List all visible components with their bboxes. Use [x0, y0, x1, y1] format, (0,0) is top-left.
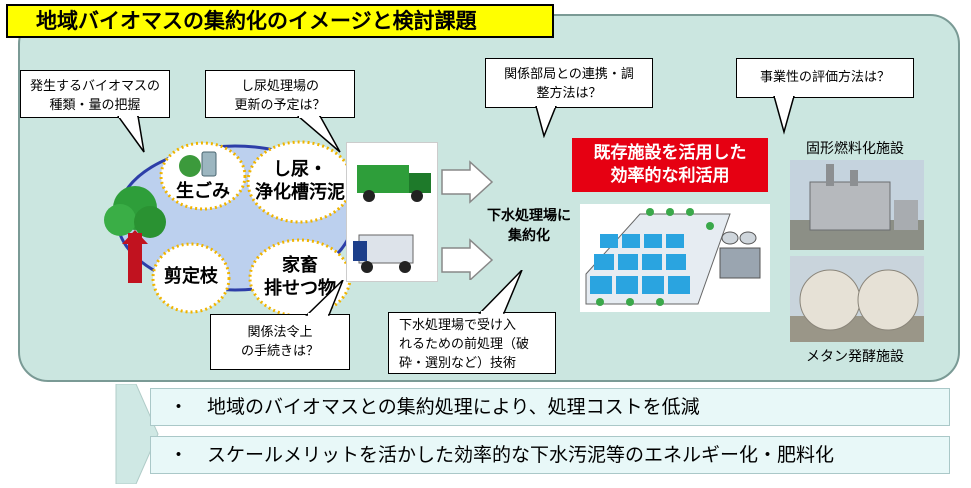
summary-point-2: ・ スケールメリットを活かした効率的な下水汚泥等のエネルギー化・肥料化	[150, 436, 950, 474]
facility-label-methane: メタン発酵施設	[806, 349, 904, 365]
truck-icon	[353, 165, 431, 273]
red-highlight-box: 既存施設を活用した 効率的な利活用	[572, 138, 768, 192]
callout-line: 関係法令上	[247, 325, 313, 340]
bubble-line: し尿・	[273, 159, 327, 180]
facility-label-solid-fuel: 固形燃料化施設	[806, 141, 904, 157]
callout-tail	[478, 270, 523, 314]
treatment-plant-image	[580, 204, 770, 312]
trucks-image	[346, 142, 438, 282]
callout-tail	[296, 116, 341, 153]
callout-line: 砕・選別など）技術	[399, 356, 517, 371]
center-label: 下水処理場に 集約化	[474, 206, 584, 246]
callout-line: の手続きは？	[240, 344, 319, 359]
callout-tail	[305, 280, 344, 316]
bubble-sentei	[151, 242, 231, 314]
summary-point-1: ・ 地域のバイオマスとの集約処理により、処理コストを低減	[150, 388, 950, 426]
callout-line: 下水処理場で受け入	[399, 318, 517, 333]
callout-line: 事業性の評価方法は？	[759, 70, 890, 85]
red-box-line: 効率的な利活用	[610, 166, 730, 186]
bubble-line: 家畜	[282, 255, 318, 276]
center-label-line: 集約化	[508, 228, 550, 244]
bubble-label-kachiku: 家畜 排せつ物	[246, 254, 354, 300]
callout-line: 更新の予定は？	[234, 98, 326, 113]
factory-icon	[790, 164, 924, 250]
callout-line: 整方法は？	[536, 86, 602, 101]
bubble-line: 排せつ物	[264, 278, 336, 299]
callout-line: し尿処理場の	[240, 79, 319, 94]
summary-chevron	[115, 384, 159, 484]
digester-icon	[790, 269, 924, 342]
bubble-line: 浄化槽汚泥	[255, 182, 345, 203]
callout-tail	[773, 96, 795, 135]
bubble-label-sentei: 剪定枝	[164, 266, 218, 287]
garbage-bag-icon	[179, 151, 217, 177]
callout-biomass-survey: 発生するバイオマスの 種類・量の把握	[20, 70, 170, 118]
solid-fuel-facility-photo	[790, 160, 924, 250]
callout-pretreatment: 下水処理場で受け入 れるための前処理（破 砕・選別など）技術	[388, 312, 556, 374]
arrow-icon	[441, 160, 494, 280]
bubble-label-namagomi: 生ごみ	[176, 181, 230, 202]
tree-icon	[104, 186, 166, 283]
center-label-line: 下水処理場に	[487, 208, 571, 224]
red-box-line: 既存施設を活用した	[593, 143, 747, 163]
page-title: 地域バイオマスの集約化のイメージと検討課題	[6, 4, 554, 38]
methane-facility-photo	[790, 256, 924, 342]
callout-line: 種類・量の把握	[49, 98, 141, 113]
treatment-plant-illustration	[585, 208, 761, 306]
callout-line: 関係部局との連携・調	[504, 67, 634, 82]
bubble-label-shinyo-sludge: し尿・ 浄化槽汚泥	[244, 158, 356, 204]
callout-dept-coordination: 関係部局との連携・調 整方法は？	[485, 58, 653, 108]
callout-line: 発生するバイオマスの	[29, 79, 160, 94]
callout-law-procedure: 関係法令上 の手続きは？	[210, 314, 350, 370]
callout-tail	[535, 106, 557, 138]
callout-evaluation: 事業性の評価方法は？	[736, 58, 914, 98]
callout-tail	[117, 116, 145, 153]
callout-line: れるための前処理（破	[399, 337, 530, 352]
callout-shinyo-renewal: し尿処理場の 更新の予定は？	[205, 70, 355, 118]
